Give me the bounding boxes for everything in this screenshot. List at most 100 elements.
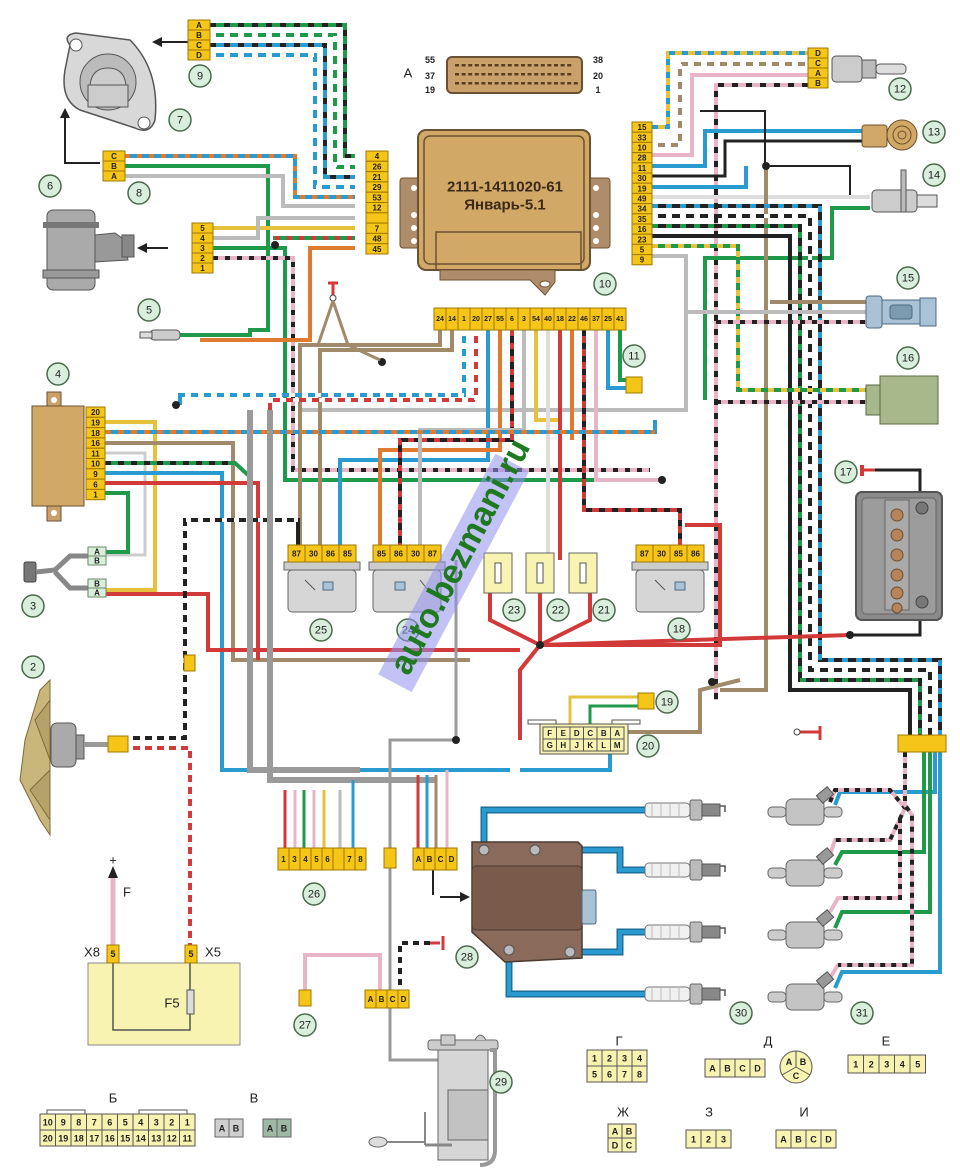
legend-pin: A — [780, 1135, 787, 1145]
hv-lead-1i — [482, 808, 645, 845]
ecu-pin — [560, 73, 565, 76]
ecu-pin — [540, 73, 545, 76]
callout-number: 21 — [598, 605, 610, 617]
pin-label: 29 — [373, 183, 382, 192]
pin-label: 6 — [325, 855, 330, 864]
wire-8c-stripe — [125, 154, 355, 199]
legend-pin: 5 — [915, 1060, 920, 1070]
ecu-pin — [514, 64, 519, 67]
pin-label: B — [94, 580, 100, 589]
mounting-block: 5 5 X8 X5 F5 F + — [84, 853, 241, 1046]
ecu-pin — [455, 64, 459, 67]
callout-12: 12 — [888, 77, 912, 101]
callout-number: 26 — [308, 889, 320, 901]
wire-b46 — [582, 330, 682, 545]
connector-pin — [338, 544, 357, 563]
idle-air-control-valve — [60, 32, 188, 164]
inj-wire-blue-1 — [833, 752, 937, 806]
ecu-pin — [468, 82, 473, 85]
pin-label: 12 — [373, 204, 382, 213]
wire-b25 — [606, 330, 630, 390]
inj-wire-pink-stripe — [828, 788, 908, 842]
wire-34-stripe — [652, 204, 942, 735]
pin-label: F — [547, 729, 552, 738]
callout-8: 8 — [127, 181, 151, 205]
wire-12b-stripe — [714, 83, 808, 700]
pin-label: 41 — [616, 316, 624, 323]
wire-20-blue — [520, 752, 612, 772]
junction-dot — [536, 641, 544, 649]
connector-pin — [365, 243, 389, 255]
legend-title: И — [799, 1105, 808, 1120]
pin-label: 3 — [292, 855, 297, 864]
ecu-pin — [468, 64, 473, 67]
ecu-connector-view: А 55 37 19 38 20 1 — [404, 55, 603, 95]
wire-fan-b — [128, 746, 192, 945]
pin-label: 20 — [593, 71, 603, 81]
callout-number: 3 — [30, 601, 36, 613]
wire-b14 — [318, 330, 454, 545]
connector-pin — [87, 555, 107, 566]
legend-pin: B — [800, 1057, 807, 1067]
feed-label: F — [123, 885, 131, 900]
ecu-pin — [488, 64, 492, 67]
wire-red-18 — [540, 523, 722, 647]
legend-pin: 16 — [105, 1134, 115, 1144]
pin-label: 49 — [638, 195, 647, 204]
pin-label: M — [614, 741, 621, 750]
connector-3-top: AB — [87, 546, 107, 566]
wire-6-3 — [213, 246, 660, 482]
fuel-injector — [767, 846, 843, 887]
pin-label: 5 — [640, 246, 645, 255]
ecu-pin — [494, 82, 499, 85]
callout-28: 28 — [455, 945, 479, 969]
pin-label: D — [401, 995, 407, 1004]
legend-title: Ж — [617, 1105, 629, 1120]
callout-11: 11 — [622, 344, 646, 368]
inj-wire-green-3 — [833, 752, 932, 929]
connector-injectors — [897, 734, 947, 753]
pin-label: 3 — [522, 316, 526, 323]
ecu-pin — [455, 73, 459, 76]
wire-red-diag — [518, 643, 542, 740]
pin-label: 15 — [638, 123, 647, 132]
relays — [283, 552, 709, 613]
inj-wire-pink-3-stripe — [838, 818, 902, 900]
ecu-pin — [461, 73, 466, 76]
wire-gray-trunk-1 — [247, 410, 360, 773]
pin-label: 21 — [373, 173, 382, 182]
pin-label: 46 — [580, 316, 588, 323]
pin-label: 1 — [200, 264, 205, 273]
legend-pin: 8 — [76, 1118, 81, 1128]
ecu-pin — [468, 73, 473, 76]
callout-15: 15 — [896, 266, 920, 290]
relay-18 — [631, 561, 709, 613]
callout-number: 22 — [552, 605, 564, 617]
callout-number: 11 — [628, 351, 639, 363]
fuel-injector — [767, 785, 843, 826]
legend-pin: 7 — [92, 1118, 97, 1128]
crankshaft-position-sensor — [871, 169, 938, 213]
callout-19: 19 — [655, 690, 679, 714]
legend-pin: B — [233, 1124, 240, 1134]
wire-b1 — [178, 330, 466, 405]
ecu-pin — [521, 64, 525, 67]
ecu-pin — [540, 82, 545, 85]
pin-label: B — [815, 79, 821, 88]
pin-label: 22 — [568, 316, 576, 323]
pin-label: 20 — [91, 408, 100, 417]
pin-label: 37 — [592, 316, 600, 323]
junction-dot — [658, 476, 666, 484]
ecu-pin — [540, 64, 545, 67]
pin-label: 53 — [373, 193, 382, 202]
